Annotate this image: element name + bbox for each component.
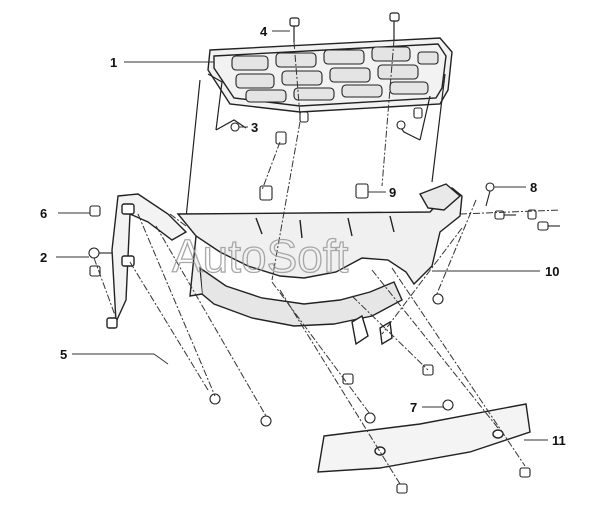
- lower-trim-strip: [317, 403, 531, 473]
- assembly-lines: [93, 39, 561, 485]
- callout-7: 7: [410, 400, 417, 415]
- side-brackets: [185, 73, 446, 219]
- callout-1: 1: [110, 55, 117, 70]
- clip-brackets: [259, 107, 423, 201]
- top-screws: [289, 12, 400, 42]
- callout-4: 4: [260, 24, 268, 39]
- callout-6: 6: [40, 206, 47, 221]
- bolts-and-screws: [88, 182, 560, 494]
- callout-11: 11: [552, 433, 566, 448]
- callout-leaders: [56, 30, 548, 441]
- nuts: [209, 120, 454, 427]
- main-body-panel: [176, 183, 463, 346]
- callout-numbers: 1 4 3 6 2 5 7 8 9 10 11: [40, 24, 566, 448]
- callout-8: 8: [530, 180, 537, 195]
- callout-3: 3: [251, 120, 258, 135]
- callout-2: 2: [40, 250, 47, 265]
- watermark-text: AutoSoft: [172, 230, 349, 282]
- callout-5: 5: [60, 347, 67, 362]
- callout-10: 10: [545, 264, 559, 279]
- callout-9: 9: [389, 185, 396, 200]
- grille-step-platform: [207, 37, 453, 113]
